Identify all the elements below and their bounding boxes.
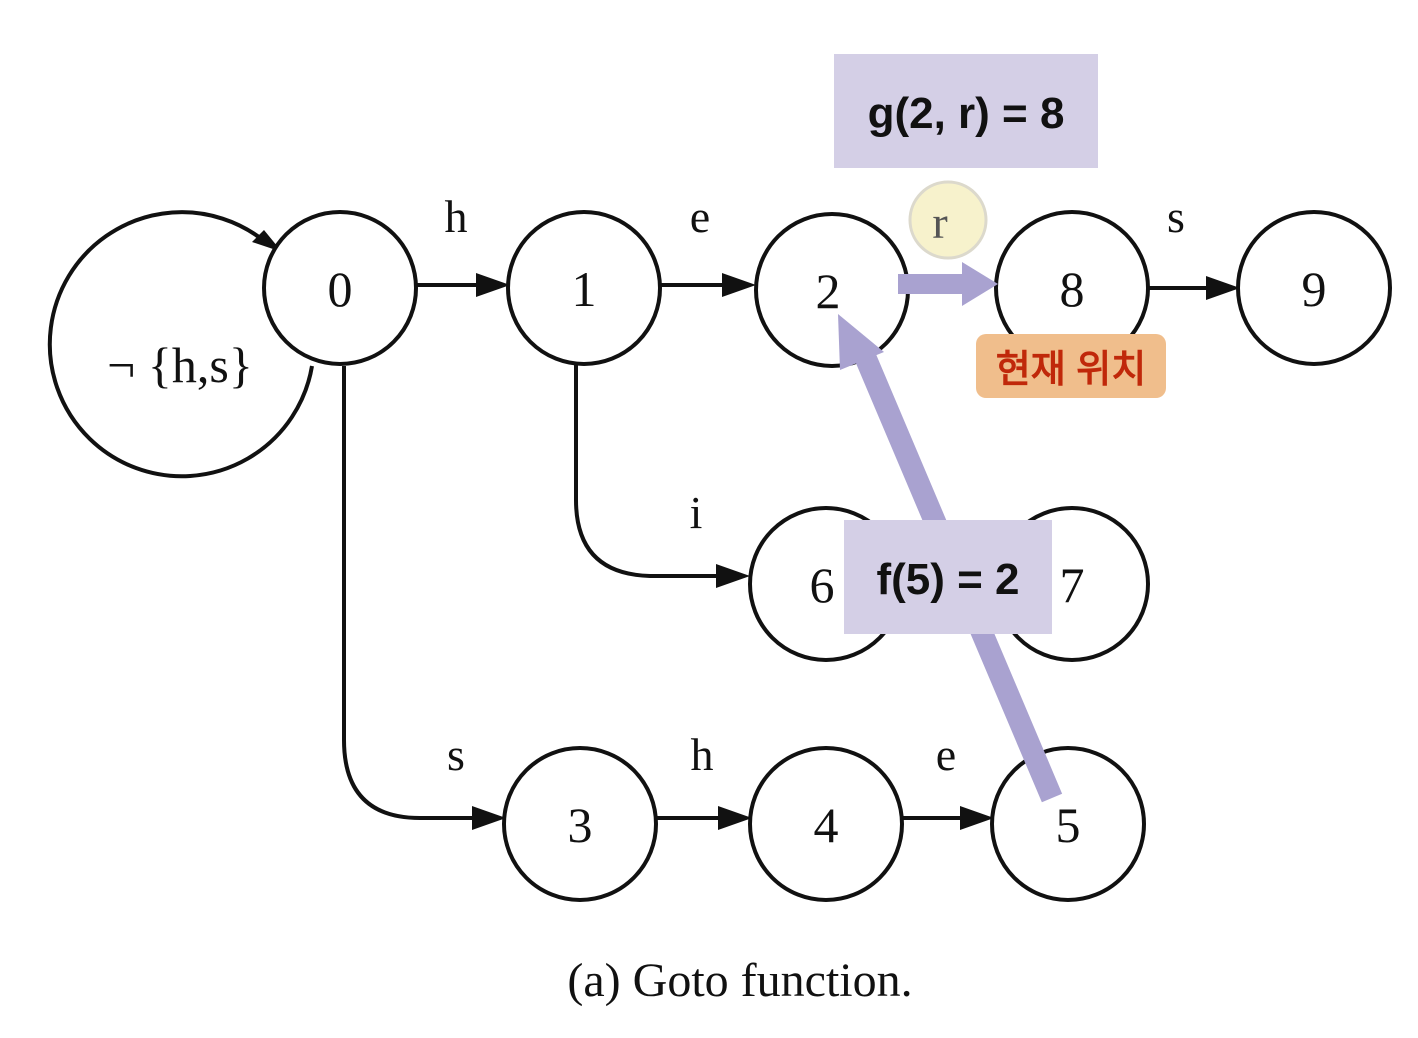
node-4-label: 4	[814, 797, 839, 853]
node-8: 8	[994, 210, 1150, 366]
goto-label-text: g(2, r) = 8	[868, 89, 1065, 138]
edge-label-s-8-9: s	[1167, 191, 1185, 242]
node-0: 0	[262, 210, 418, 366]
goto-label-box	[834, 54, 1098, 168]
edge-label-e-1-2: e	[690, 191, 710, 242]
node-6-label: 6	[810, 557, 835, 613]
current-position-text: 현재 위치	[996, 349, 1146, 391]
input-char-bubble	[908, 180, 988, 260]
node-3: 3	[502, 746, 658, 902]
edge-label-i-1-6: i	[690, 487, 703, 538]
node-9-label: 9	[1302, 261, 1327, 317]
input-char-text: r	[932, 197, 947, 248]
node-7-label: 7	[1060, 557, 1085, 613]
edge-0-3	[342, 366, 474, 820]
failure-label-text: f(5) = 2	[876, 555, 1019, 604]
edge-labels: h e s i s h e	[445, 191, 1185, 780]
arrowhead-8-9	[1206, 276, 1240, 300]
edge-label-h-0-1: h	[445, 191, 468, 242]
failure-arrow-head	[838, 314, 884, 370]
edge-1-6	[574, 362, 718, 578]
node-1-label: 1	[572, 261, 597, 317]
arrowhead-1-2	[722, 273, 756, 297]
self-loop-label: ¬ {h,s}	[107, 337, 253, 393]
node-5: 5	[990, 746, 1146, 902]
edges	[47, 210, 1240, 830]
nodes: 0 1 2 8 9 6 7 3	[262, 210, 1392, 902]
arrowhead-0-1	[476, 273, 510, 297]
node-1: 1	[506, 210, 662, 366]
goto-arrow-head	[962, 262, 998, 306]
arrowhead-4-5	[960, 806, 994, 830]
arrowhead-3-4	[718, 806, 752, 830]
node-2: 2	[754, 212, 910, 368]
edge-label-e-4-5: e	[936, 729, 956, 780]
node-2-label: 2	[816, 263, 841, 319]
goto-arrow-shaft	[898, 274, 966, 294]
node-8-label: 8	[1060, 261, 1085, 317]
edge-self-loop-0	[47, 210, 314, 479]
arrowhead-0-3	[472, 806, 506, 830]
node-9: 9	[1236, 210, 1392, 366]
edge-label-h-3-4: h	[691, 729, 714, 780]
arrowhead-1-6	[716, 564, 750, 588]
node-3-label: 3	[568, 797, 593, 853]
failure-label-box	[844, 520, 1052, 634]
node-0-label: 0	[328, 261, 353, 317]
node-4: 4	[748, 746, 904, 902]
annotations: g(2, r) = 8 r 현재 위치 f(5) = 2	[834, 54, 1166, 803]
diagram-caption: (a) Goto function.	[567, 954, 912, 1007]
node-5-label: 5	[1056, 797, 1081, 853]
edge-label-s-0-3: s	[447, 729, 465, 780]
current-position-badge	[976, 334, 1166, 398]
